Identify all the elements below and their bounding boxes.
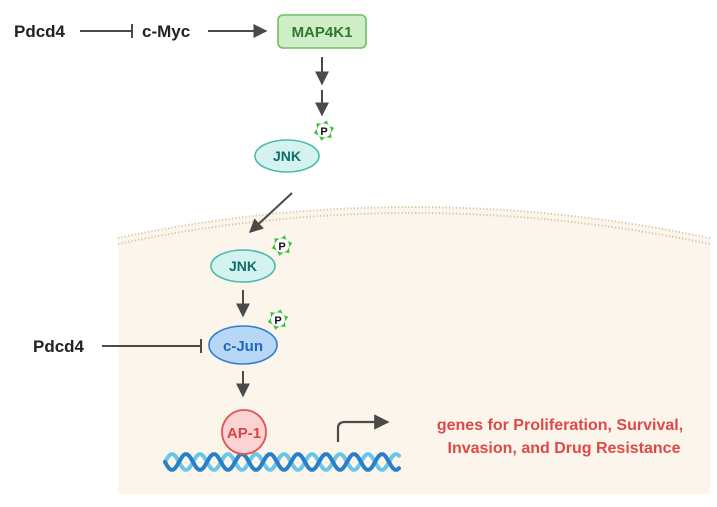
pdcd4-bottom-label: Pdcd4: [33, 337, 85, 356]
cmyc-label: c-Myc: [142, 22, 190, 41]
dna-helix: [163, 452, 401, 472]
outcome-line-2: Invasion, and Drug Resistance: [448, 440, 681, 457]
map4k1-node: MAP4K1: [277, 14, 367, 49]
phospho-label-3: P: [274, 315, 281, 327]
cell: [117, 206, 711, 494]
phospho-badge-jnk-inner: P: [271, 235, 293, 256]
phospho-badge-cjun: P: [267, 309, 289, 330]
pdcd4-top-label: Pdcd4: [14, 22, 66, 41]
cjun-label: c-Jun: [223, 338, 263, 355]
outcome-line-1: genes for Proliferation, Survival,: [437, 417, 683, 434]
jnk-outer-node: JNK: [254, 139, 320, 173]
ap1-label: AP-1: [227, 425, 261, 442]
map4k1-label: MAP4K1: [292, 24, 353, 41]
membrane-inner: [117, 212, 711, 245]
phospho-badge-jnk-outer: P: [313, 120, 335, 141]
transcription-arrow: [336, 414, 390, 442]
ap1-node: AP-1: [221, 409, 267, 455]
jnk-outer-label: JNK: [273, 148, 301, 164]
inhibition-pdcd4-cmyc: [80, 24, 133, 38]
arrow-jnk-translocation: [248, 192, 293, 233]
dna-strand-dark: [163, 452, 401, 472]
phospho-label-2: P: [278, 241, 285, 253]
membrane-outer: [117, 206, 711, 239]
phospho-label-1: P: [320, 126, 327, 138]
inhibition-pdcd4-cjun: [102, 339, 202, 353]
cjun-node: c-Jun: [208, 325, 278, 365]
jnk-inner-label: JNK: [229, 258, 257, 274]
jnk-inner-node: JNK: [210, 249, 276, 283]
cytoplasm: [118, 207, 710, 494]
